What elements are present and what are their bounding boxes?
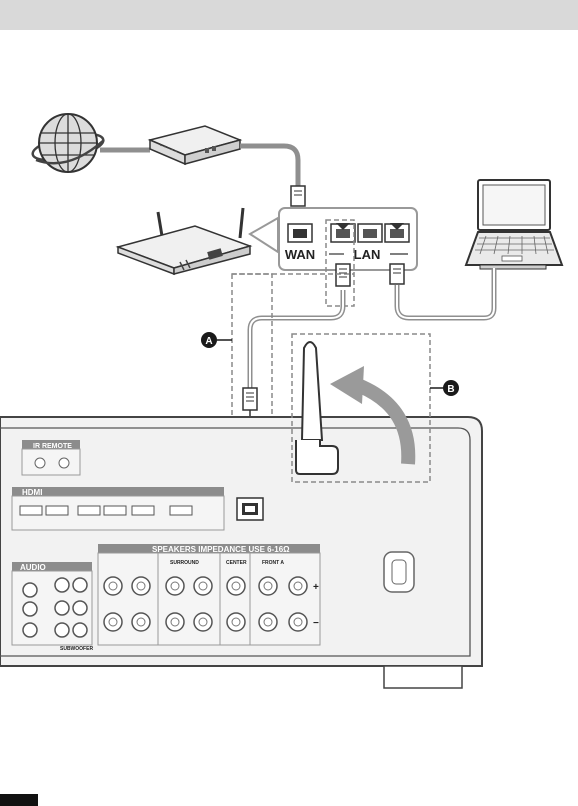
- surround-label: SURROUND: [170, 560, 199, 566]
- router-port-panel: WAN LAN: [278, 207, 418, 271]
- audio-label: AUDIO: [20, 563, 46, 572]
- svg-text:A: A: [205, 336, 212, 347]
- svg-text:B: B: [447, 384, 454, 395]
- rj45-plug-icon: [335, 263, 351, 287]
- laptop-icon: [464, 179, 564, 270]
- page-tab-marker: [0, 794, 38, 806]
- rj45-plug-icon: [389, 263, 405, 285]
- header-bar: [0, 0, 578, 30]
- front-a-label: FRONT A: [262, 560, 284, 566]
- modem-icon: [147, 125, 243, 166]
- router-icon: [115, 207, 253, 276]
- plus-label: +: [313, 582, 319, 593]
- rotate-arrow-icon: [330, 366, 416, 465]
- av-receiver-rear-panel: IR REMOTE HDMI AUDIO SUBWOOFER: [0, 416, 483, 689]
- lan-label: LAN: [354, 247, 381, 262]
- speakers-label: SPEAKERS IMPEDANCE USE 6-16Ω: [152, 545, 290, 554]
- hdmi-label: HDMI: [22, 488, 42, 497]
- internet-globe-icon: [31, 113, 105, 173]
- wireless-antenna-icon: [295, 341, 339, 475]
- ir-remote-label: IR REMOTE: [33, 443, 72, 450]
- center-label: CENTER: [226, 560, 247, 566]
- minus-label: −: [313, 618, 319, 629]
- callout-b: B: [430, 380, 459, 396]
- subwoofer-label: SUBWOOFER: [60, 646, 93, 652]
- callout-a: A: [201, 332, 232, 348]
- wan-label: WAN: [285, 247, 315, 262]
